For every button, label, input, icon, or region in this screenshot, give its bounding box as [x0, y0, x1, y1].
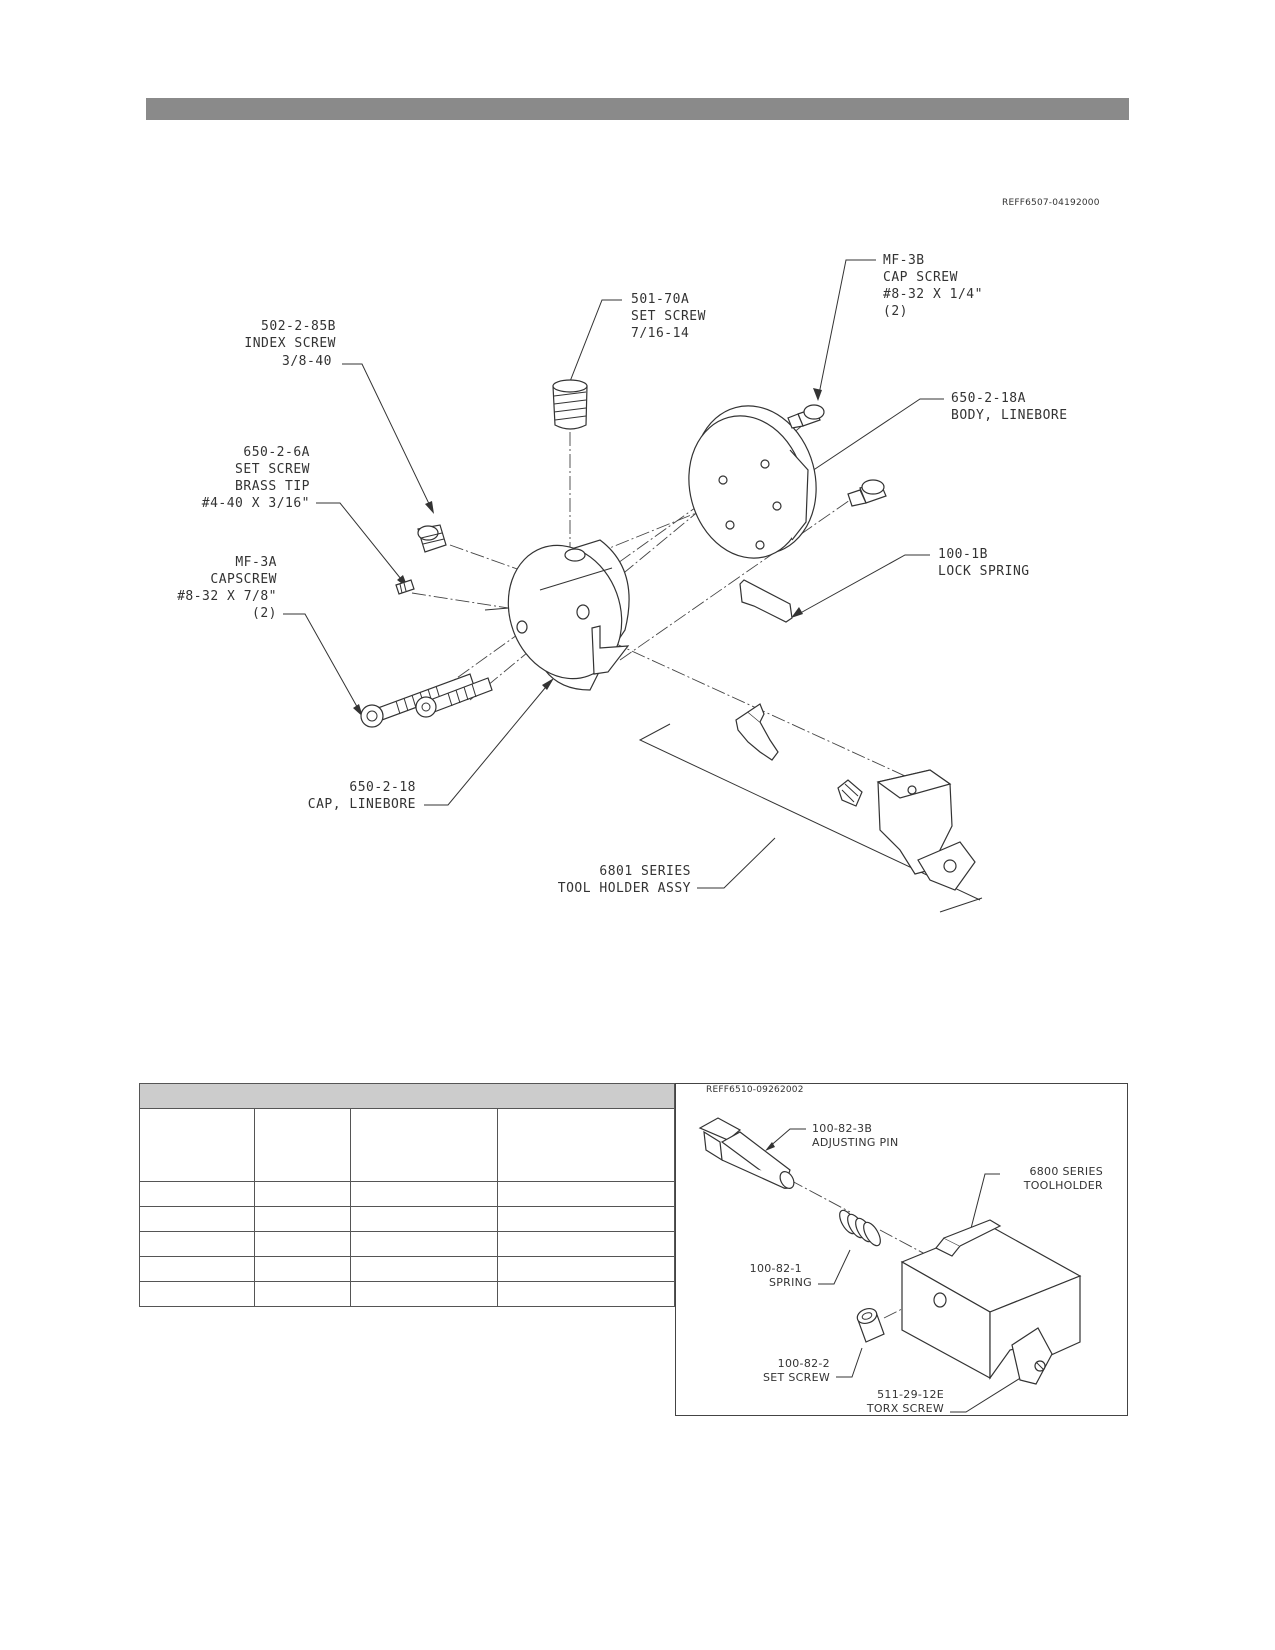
callout-6801: 6801 SERIES TOOL HOLDER ASSY	[558, 864, 691, 896]
svg-text:MF-3B: MF-3B	[883, 253, 925, 268]
parts-table	[139, 1083, 675, 1307]
svg-text:CAP SCREW: CAP SCREW	[883, 270, 958, 285]
svg-text:#8-32 X 7/8": #8-32 X 7/8"	[177, 589, 277, 604]
svg-text:LOCK SPRING: LOCK SPRING	[938, 564, 1030, 579]
parts-table-header-bar	[139, 1083, 675, 1109]
capscrew-mf-3a-short	[415, 677, 493, 718]
spring-100-82-1	[839, 1209, 881, 1247]
callout-650-2-6a: 650-2-6A SET SCREW BRASS TIP #4-40 X 3/1…	[202, 445, 310, 511]
svg-text:511-29-12E: 511-29-12E	[877, 1388, 944, 1401]
svg-text:100-82-3B: 100-82-3B	[812, 1122, 872, 1135]
inset-drawing-reference-code: REFF6510-09262002	[706, 1085, 804, 1095]
svg-text:BRASS TIP: BRASS TIP	[235, 479, 310, 494]
cap-screw-mf-3b-lower	[847, 479, 887, 507]
svg-text:(2): (2)	[883, 304, 908, 319]
callout-100-82-3b: 100-82-3B ADJUSTING PIN	[812, 1122, 899, 1149]
svg-text:TOOLHOLDER: TOOLHOLDER	[1023, 1179, 1103, 1192]
table-row	[139, 1231, 675, 1257]
callout-650-2-18a: 650-2-18A BODY, LINEBORE	[951, 391, 1068, 423]
svg-text:100-1B: 100-1B	[938, 547, 988, 562]
svg-text:3/8-40: 3/8-40	[282, 354, 332, 369]
svg-text:650-2-6A: 650-2-6A	[243, 445, 310, 460]
set-screw-501-70a	[552, 379, 588, 430]
svg-text:CAP, LINEBORE: CAP, LINEBORE	[308, 797, 416, 812]
svg-text:6800 SERIES: 6800 SERIES	[1029, 1165, 1103, 1178]
svg-text:TORX SCREW: TORX SCREW	[866, 1402, 944, 1415]
svg-text:501-70A: 501-70A	[631, 292, 689, 307]
column-header-1	[139, 1108, 255, 1182]
brass-tip-set-screw-650-2-6a	[395, 579, 415, 595]
set-screw-100-82-2	[856, 1307, 885, 1343]
svg-text:650-2-18A: 650-2-18A	[951, 391, 1026, 406]
svg-text:6801 SERIES: 6801 SERIES	[599, 864, 691, 879]
svg-text:#4-40 X 3/16": #4-40 X 3/16"	[202, 496, 310, 511]
svg-text:SET SCREW: SET SCREW	[763, 1371, 830, 1384]
callout-511-29-12e: 511-29-12E TORX SCREW	[866, 1388, 944, 1415]
svg-text:ADJUSTING PIN: ADJUSTING PIN	[812, 1136, 899, 1149]
table-row	[139, 1181, 675, 1207]
svg-text:SET SCREW: SET SCREW	[235, 462, 310, 477]
main-drawing-reference-code: REFF6507-04192000	[1002, 198, 1100, 208]
callout-100-82-1: 100-82-1 SPRING	[750, 1262, 812, 1289]
svg-text:650-2-18: 650-2-18	[349, 780, 416, 795]
callout-100-82-2: 100-82-2 SET SCREW	[763, 1357, 830, 1384]
index-screw-502-2-85b	[417, 524, 447, 553]
svg-text:MF-3A: MF-3A	[235, 555, 277, 570]
svg-text:CAPSCREW: CAPSCREW	[210, 572, 277, 587]
svg-text:100-82-2: 100-82-2	[778, 1357, 830, 1370]
svg-text:7/16-14: 7/16-14	[631, 326, 689, 341]
toolholder-6800-body	[900, 1219, 1082, 1385]
svg-text:502-2-85B: 502-2-85B	[261, 319, 336, 334]
svg-text:SPRING: SPRING	[769, 1276, 812, 1289]
column-header-3	[350, 1108, 498, 1182]
svg-text:SET SCREW: SET SCREW	[631, 309, 706, 324]
svg-text:INDEX SCREW: INDEX SCREW	[244, 336, 336, 351]
callout-mf-3b: MF-3B CAP SCREW #8-32 X 1/4" (2)	[883, 253, 983, 319]
tool-holder-6801-assembly	[638, 703, 983, 913]
lock-spring-100-1b	[739, 579, 793, 623]
adjusting-pin-100-82-3b	[698, 1117, 795, 1189]
callout-501-70a: 501-70A SET SCREW 7/16-14	[631, 292, 706, 341]
column-header-2	[254, 1108, 351, 1182]
leader-lines	[283, 259, 944, 889]
callout-650-2-18: 650-2-18 CAP, LINEBORE	[308, 780, 416, 812]
callout-100-1b: 100-1B LOCK SPRING	[938, 547, 1030, 579]
svg-text:100-82-1: 100-82-1	[750, 1262, 802, 1275]
table-row	[139, 1281, 675, 1307]
callout-502-2-85b: 502-2-85B INDEX SCREW 3/8-40	[244, 319, 336, 369]
callout-mf-3a: MF-3A CAPSCREW #8-32 X 7/8" (2)	[177, 555, 277, 621]
header-bar	[146, 98, 1129, 120]
callout-6800: 6800 SERIES TOOLHOLDER	[1023, 1165, 1103, 1192]
svg-text:BODY, LINEBORE: BODY, LINEBORE	[951, 408, 1068, 423]
cap-screw-mf-3b-upper	[787, 404, 825, 429]
toolholder-inset-frame	[675, 1083, 1128, 1416]
svg-text:(2): (2)	[252, 606, 277, 621]
cap-linebore-650-2-18	[507, 539, 630, 691]
body-linebore-650-2-18a	[688, 405, 817, 559]
svg-text:TOOL HOLDER ASSY: TOOL HOLDER ASSY	[558, 881, 691, 896]
svg-text:#8-32 X 1/4": #8-32 X 1/4"	[883, 287, 983, 302]
